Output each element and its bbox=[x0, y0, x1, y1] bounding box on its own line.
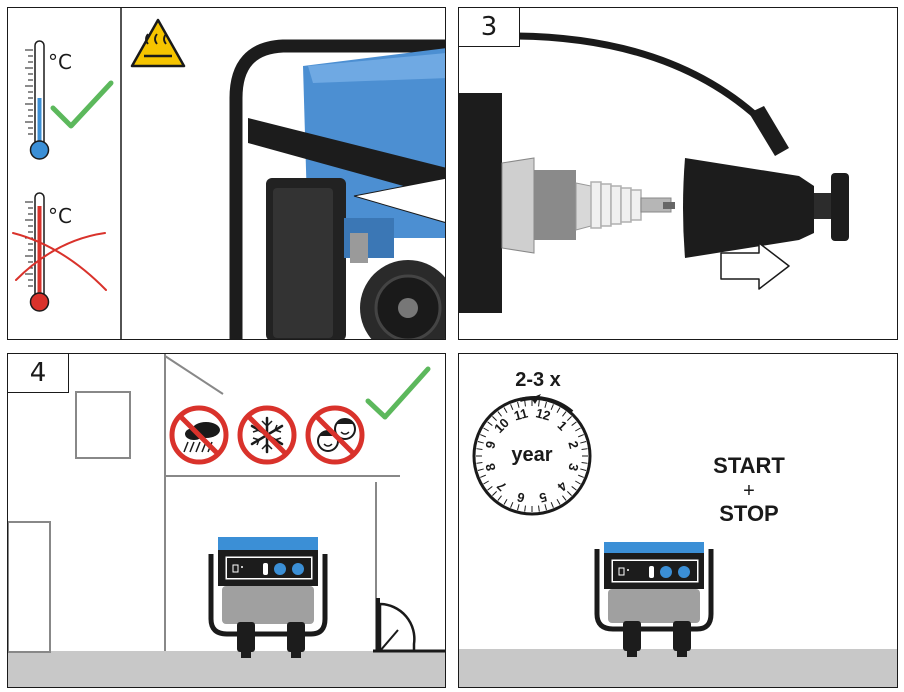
panel-step-4: 4 bbox=[7, 353, 446, 688]
dial-tick bbox=[476, 462, 483, 464]
spark-plug-icon bbox=[501, 157, 675, 254]
dial-tick bbox=[487, 421, 493, 426]
door-swing bbox=[373, 598, 445, 653]
dial-tick bbox=[510, 502, 514, 508]
check-icon bbox=[50, 80, 114, 129]
plus-label: + bbox=[743, 480, 755, 502]
dial-tick bbox=[477, 468, 484, 471]
generator-closeup-illustration bbox=[229, 39, 445, 339]
dial-tick bbox=[580, 441, 587, 444]
dial-tick bbox=[517, 504, 520, 511]
stop-label: STOP bbox=[719, 501, 779, 526]
month-label: 5 bbox=[538, 489, 549, 505]
dial-tick bbox=[581, 448, 588, 450]
dial-tick bbox=[510, 404, 514, 410]
dial-tick bbox=[517, 401, 520, 408]
step-number-3: 3 bbox=[459, 8, 520, 47]
dial-tick bbox=[550, 502, 554, 508]
pull-direction-arrow-icon bbox=[720, 242, 790, 290]
dial-center-label: year bbox=[511, 444, 553, 466]
dial-tick bbox=[492, 416, 497, 421]
dial-tick bbox=[578, 434, 584, 438]
no-rain-icon bbox=[169, 405, 229, 465]
dial-tick bbox=[581, 462, 588, 464]
building-wall bbox=[8, 354, 400, 653]
cross-icon bbox=[12, 232, 107, 291]
thermometer-cold-icon bbox=[25, 40, 50, 160]
dial-tick bbox=[550, 404, 554, 410]
dial-tick bbox=[487, 486, 493, 491]
dial-tick bbox=[580, 468, 587, 471]
month-label: 11 bbox=[512, 405, 529, 423]
dial-tick bbox=[571, 421, 577, 426]
dial-tick bbox=[575, 427, 581, 432]
month-label: 12 bbox=[534, 405, 552, 423]
dial-tick bbox=[524, 505, 526, 512]
no-children-icon bbox=[305, 405, 365, 465]
dial-tick bbox=[538, 505, 540, 512]
month-label: 3 bbox=[565, 462, 581, 473]
cylinder-head bbox=[459, 93, 502, 313]
dial-tick bbox=[544, 504, 547, 511]
spark-plug-cap-icon bbox=[683, 106, 849, 258]
unit-label-hot: °C bbox=[48, 204, 72, 228]
month-label: 6 bbox=[515, 489, 526, 505]
start-label: START bbox=[713, 453, 785, 478]
dial-tick bbox=[524, 400, 526, 407]
generator-icon bbox=[208, 537, 328, 658]
dial-tick bbox=[538, 400, 540, 407]
dial-tick bbox=[503, 499, 508, 505]
dial-tick bbox=[483, 427, 489, 432]
month-label: 9 bbox=[482, 439, 498, 450]
dial-tick bbox=[578, 474, 584, 478]
dial-tick bbox=[556, 499, 561, 505]
storage-illustration bbox=[8, 354, 445, 687]
frequency-label: 2-3 x bbox=[515, 369, 561, 391]
month-label: 8 bbox=[482, 462, 498, 473]
panel-temperature-warning: °C °C bbox=[7, 7, 446, 340]
dial-tick bbox=[562, 411, 567, 417]
dial-tick bbox=[497, 411, 502, 417]
no-frost-icon bbox=[237, 405, 297, 465]
thermometer-hot-icon bbox=[25, 192, 50, 312]
dial-tick bbox=[480, 474, 486, 478]
unit-label-cold: °C bbox=[48, 50, 72, 74]
step-number-4: 4 bbox=[8, 354, 69, 393]
dial-tick bbox=[567, 416, 572, 421]
check-icon bbox=[365, 366, 431, 420]
dial-tick bbox=[575, 480, 581, 485]
generator-icon bbox=[594, 542, 714, 657]
spark-plug-illustration bbox=[459, 32, 849, 313]
month-label: 2 bbox=[565, 439, 581, 450]
ground bbox=[8, 651, 445, 687]
dial-tick bbox=[544, 401, 547, 408]
dial-tick bbox=[477, 441, 484, 444]
panel-step-3: 3 bbox=[458, 7, 898, 340]
dial-tick bbox=[567, 491, 572, 496]
dial-tick bbox=[480, 434, 486, 438]
dial-tick bbox=[562, 495, 567, 501]
dial-tick bbox=[483, 480, 489, 485]
dial-tick bbox=[556, 407, 561, 413]
dial-tick bbox=[503, 407, 508, 413]
dial-tick bbox=[497, 495, 502, 501]
hot-surface-warning-icon bbox=[130, 18, 186, 68]
dial-tick bbox=[571, 486, 577, 491]
dial-tick bbox=[492, 491, 497, 496]
dial-tick bbox=[476, 448, 483, 450]
temperature-illustration bbox=[12, 8, 445, 339]
